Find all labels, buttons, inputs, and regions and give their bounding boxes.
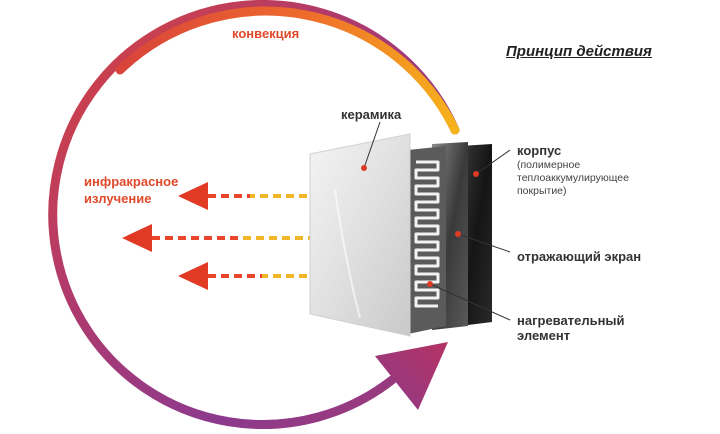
ceramics-highlight (334, 189, 361, 319)
circular-arrow-icon (48, 0, 460, 429)
reflector-label: отражающий экран (517, 249, 642, 264)
heater-layers (309, 133, 492, 337)
heater-label-line1: нагревательный (517, 313, 625, 328)
reflector-dot (455, 231, 461, 237)
infrared-label-line1: инфракрасное (84, 174, 179, 189)
case-note-line2: теплоаккумулирующее (517, 172, 629, 184)
case-note-line3: покрытие) (517, 185, 567, 197)
circular-arrow-head (375, 342, 448, 410)
infrared-arrow-icon (178, 262, 348, 290)
callouts (361, 121, 511, 321)
ceramics-dot (361, 165, 367, 171)
heater-label-line2: элемент (517, 328, 571, 343)
heater-dot (427, 281, 433, 287)
case-label: корпус (517, 143, 562, 158)
case-note-line1: (полимерное (517, 159, 581, 171)
infrared-label-line2: излучение (84, 191, 152, 206)
convection-arrow (48, 0, 460, 429)
convection-label: конвекция (232, 26, 300, 41)
circular-arrow-top-segment (115, 6, 460, 135)
heating-coil (414, 160, 440, 308)
infrared-arrow-icon (178, 182, 310, 210)
ceramics-label: керамика (341, 107, 402, 122)
case-dot (473, 171, 479, 177)
diagram-title: Принцип действия (506, 43, 652, 60)
ceramics-panel (309, 133, 411, 337)
